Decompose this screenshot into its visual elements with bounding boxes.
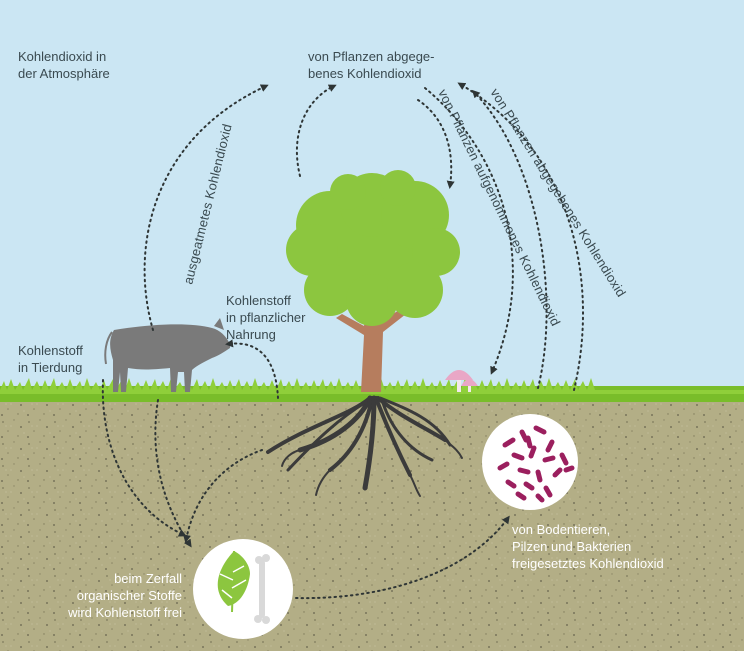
label-animal-dung: Kohlenstoff in Tierdung xyxy=(18,342,83,376)
label-plant-food-line: Kohlenstoff xyxy=(226,293,291,308)
label-plant-release: von Pflanzen abgege- benes Kohlendioxid xyxy=(308,48,434,82)
arrow-plant-uptake xyxy=(424,87,514,375)
arrow-plant-release-long xyxy=(471,89,548,389)
label-soil-release: von Bodentieren, Pilzen und Bakterien fr… xyxy=(512,521,664,572)
bone-icon xyxy=(254,554,270,624)
arrow-root-decay xyxy=(183,449,263,543)
label-decay-line: beim Zerfall xyxy=(114,571,182,586)
label-plant-food: Kohlenstoff in pflanzlicher Nahrung xyxy=(226,292,306,343)
label-atmosphere: Kohlendioxid in der Atmosphäre xyxy=(18,48,110,82)
label-soil-release-line: von Bodentieren, xyxy=(512,522,611,537)
label-animal-dung-line: in Tierdung xyxy=(18,360,83,375)
mushroom-icon xyxy=(445,370,478,392)
arrow-cow-decay xyxy=(154,399,192,548)
tree-icon xyxy=(286,170,460,392)
cycle-arrows xyxy=(101,82,584,600)
label-animal-dung-line: Kohlenstoff xyxy=(18,343,83,358)
cow-icon xyxy=(104,318,230,392)
label-soil-release-line: Pilzen und Bakterien xyxy=(512,539,632,554)
label-plant-release-line: von Pflanzen abgege- xyxy=(308,49,435,64)
label-plant-release-line: benes Kohlendioxid xyxy=(308,66,422,81)
tree-roots xyxy=(266,395,463,497)
label-soil-release-line: freigesetztes Kohlendioxid xyxy=(512,556,664,571)
bacteria-icon xyxy=(482,414,578,510)
leaf-icon xyxy=(217,550,250,613)
label-decay-line: organischer Stoffe xyxy=(76,588,182,603)
label-decay: beim Zerfall organischer Stoffe wird Koh… xyxy=(40,570,182,621)
label-atmosphere-line: Kohlendioxid in xyxy=(18,49,107,64)
label-plant-food-line: in pflanzlicher xyxy=(226,310,306,325)
arrow-plant-release-outer xyxy=(457,82,584,391)
arrow-exhaled xyxy=(143,84,269,331)
label-decay-line: wird Kohlenstoff frei xyxy=(68,605,182,620)
arrow-plant-release xyxy=(295,84,337,177)
label-plant-food-line: Nahrung xyxy=(226,327,276,342)
label-atmosphere-line: der Atmosphäre xyxy=(18,66,110,81)
decay-circle xyxy=(193,539,293,639)
arrow-decay-bacteria xyxy=(295,515,510,600)
arrow-plant-food xyxy=(225,339,279,399)
arrow-plant-uptake-short xyxy=(417,99,455,189)
